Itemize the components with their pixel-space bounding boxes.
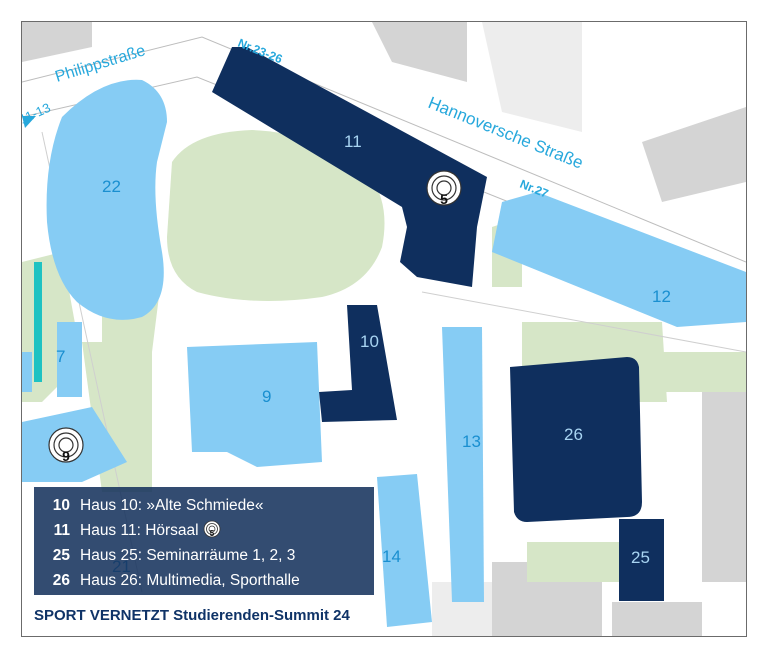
label-building-14: 14 <box>382 547 401 566</box>
building-11 <box>212 47 487 287</box>
building-7 <box>57 322 82 397</box>
marker-number-5: 5 <box>440 191 448 207</box>
legend-text: Haus 25: Seminarräume 1, 2, 3 <box>80 547 296 564</box>
legend-number: 25 <box>52 547 70 564</box>
neighbor-building <box>702 392 746 582</box>
map-legend: 10 Haus 10: »Alte Schmiede« 11 Haus 11: … <box>34 487 374 595</box>
green-area <box>167 130 385 301</box>
lecture-hall-marker-5[interactable]: 5 <box>426 170 462 207</box>
arrow-icon <box>22 116 36 128</box>
building-13 <box>442 327 484 602</box>
building-26 <box>510 357 642 522</box>
label-building-13: 13 <box>462 432 481 451</box>
building-9 <box>187 342 322 467</box>
legend-number: 11 <box>53 522 70 539</box>
legend-number: 10 <box>52 497 70 514</box>
label-building-11: 11 <box>344 132 362 151</box>
legend-text: Haus 11: Hörsaal <box>80 522 199 539</box>
lecture-hall-marker-9[interactable]: 9 <box>48 427 84 464</box>
green-area <box>662 352 746 392</box>
lecture-hall-icon: 5 <box>203 520 221 538</box>
legend-text: Haus 10: »Alte Schmiede« <box>80 497 264 514</box>
map-canvas: 11-13 Philippstraße Nr.23-26 Hannoversch… <box>22 22 746 636</box>
label-building-22: 22 <box>102 177 121 196</box>
label-building-10: 10 <box>360 332 379 351</box>
neighbor-building <box>642 107 746 202</box>
street-outline <box>22 36 746 263</box>
neighbor-building <box>372 22 467 82</box>
street-outline <box>421 291 746 353</box>
green-area <box>527 542 622 582</box>
label-building-26: 26 <box>564 425 583 444</box>
label-building-9: 9 <box>262 387 271 406</box>
legend-text: Haus 26: Multimedia, Sporthalle <box>80 572 300 589</box>
legend-text-wrap: Haus 11: Hörsaal 5 <box>80 520 221 542</box>
building-14 <box>377 474 432 627</box>
event-title: SPORT VERNETZT Studierenden-Summit 24 <box>34 607 350 624</box>
label-building-7: 7 <box>56 347 65 366</box>
neighbor-building <box>612 602 702 636</box>
label-building-25: 25 <box>631 548 650 567</box>
stream <box>34 262 42 382</box>
neighbor-building <box>22 22 92 62</box>
legend-number: 26 <box>52 572 70 589</box>
legend-icon-number: 5 <box>209 529 214 538</box>
building-12 <box>492 192 746 327</box>
building-25 <box>619 519 664 601</box>
marker-number-9: 9 <box>62 448 70 464</box>
building-10 <box>319 305 397 422</box>
campus-map: 11-13 Philippstraße Nr.23-26 Hannoversch… <box>21 21 747 637</box>
building-small <box>22 352 32 392</box>
label-building-12: 12 <box>652 287 671 306</box>
building-22 <box>46 79 167 320</box>
neighbor-building <box>482 22 582 132</box>
